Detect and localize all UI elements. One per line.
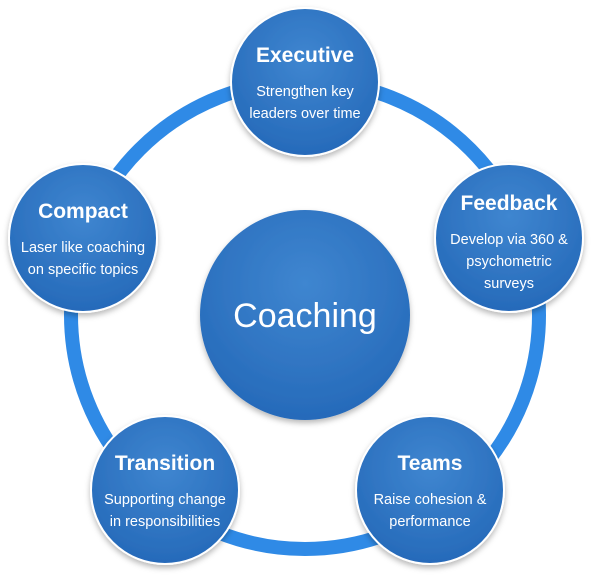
node-description-line: psychometric: [466, 254, 551, 270]
node-circle: [8, 163, 158, 313]
node-description-line: Raise cohesion &: [374, 492, 487, 508]
node-title: Executive: [256, 44, 354, 67]
node-description-line: on specific topics: [28, 262, 138, 278]
node-circle: [355, 415, 505, 565]
node-description-line: Laser like coaching: [21, 240, 145, 256]
node-title: Compact: [38, 200, 128, 223]
center-label: Coaching: [233, 297, 377, 335]
node-description-line: performance: [389, 514, 470, 530]
node-description-line: Develop via 360 &: [450, 232, 568, 248]
node-description-line: Strengthen key: [256, 84, 354, 100]
node-description-line: surveys: [484, 276, 534, 292]
center-circle: Coaching: [200, 210, 410, 420]
node-circle: [434, 163, 584, 313]
node-description-line: leaders over time: [249, 106, 360, 122]
node-title: Teams: [398, 452, 463, 475]
node-title: Transition: [115, 452, 215, 475]
node-description-line: Supporting change: [104, 492, 226, 508]
node-circle: [230, 7, 380, 157]
node-circle: [90, 415, 240, 565]
node-description-line: in responsibilities: [110, 514, 220, 530]
node-title: Feedback: [461, 192, 558, 215]
